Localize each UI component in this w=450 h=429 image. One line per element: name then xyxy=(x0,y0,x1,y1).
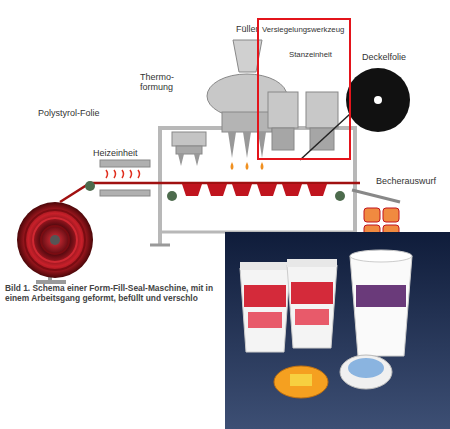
filler-part xyxy=(228,132,266,158)
film-roll-part xyxy=(33,218,77,262)
lid-film-roll-part xyxy=(300,114,350,160)
part-label: Becherauswurf xyxy=(376,176,436,186)
sealing-and-punching-tools-part xyxy=(306,92,338,128)
film-web xyxy=(60,181,360,202)
product-photo-part xyxy=(356,285,406,307)
formed-cups xyxy=(182,184,327,196)
film-web-part xyxy=(85,181,95,191)
part-label: Deckelfolie xyxy=(362,52,406,62)
heating-unit-part xyxy=(100,190,150,196)
lid-film-roll-part xyxy=(374,96,382,104)
film-web-part xyxy=(335,191,345,201)
part-label: Heizeinheit xyxy=(93,148,138,158)
thermoforming-unit xyxy=(172,132,206,166)
film-roll xyxy=(17,202,93,282)
formed-cups-part xyxy=(307,184,327,196)
lid-film-roll xyxy=(300,68,410,160)
lid-film-roll-part xyxy=(346,68,410,132)
product-photo-part xyxy=(225,232,450,429)
highlight-frame: VersiegelungswerkzeugStanzeinheit xyxy=(257,18,351,160)
formed-cups-part xyxy=(207,184,227,196)
product-photo-part xyxy=(287,259,337,267)
product-photo-part xyxy=(291,282,333,304)
film-roll-part xyxy=(50,235,60,245)
heating-unit-part xyxy=(100,160,150,167)
product-photo-part xyxy=(240,268,290,352)
thermoforming-unit-part xyxy=(178,154,200,166)
sealing-and-punching-tools-part xyxy=(268,92,298,128)
product-photo-part xyxy=(287,265,337,348)
film-roll-part xyxy=(17,202,93,278)
heating-unit xyxy=(100,160,150,196)
film-roll-part xyxy=(41,226,69,254)
product-photo-part xyxy=(295,309,329,325)
part-label: Versiegelungswerkzeug xyxy=(262,25,344,34)
cup-ejection-part xyxy=(364,208,380,222)
formed-cups-part xyxy=(182,184,202,196)
product-photo-part xyxy=(350,256,412,356)
product-photo-part xyxy=(340,355,392,389)
product-photo xyxy=(225,232,450,429)
product-photo-part xyxy=(290,374,312,386)
formed-cups-part xyxy=(282,184,302,196)
heating-unit-part xyxy=(106,170,140,178)
part-label: Thermo- formung xyxy=(140,72,180,92)
thermoforming-unit-part xyxy=(176,146,202,154)
sealing-and-punching-tools-part xyxy=(272,128,294,150)
formed-cups-part xyxy=(257,184,277,196)
film-web-part xyxy=(167,191,177,201)
product-photo-part xyxy=(248,312,282,328)
cup-ejection-part xyxy=(352,190,400,202)
film-roll-part xyxy=(25,210,85,270)
part-label: Stanzeinheit xyxy=(289,50,332,59)
product-photo-part xyxy=(350,250,412,262)
filler-part xyxy=(231,162,264,170)
sealing-and-punching-tools xyxy=(268,92,338,150)
product-photo-part xyxy=(240,262,290,270)
formed-cups-part xyxy=(232,184,252,196)
thermoforming-unit-part xyxy=(172,132,206,146)
product-photo-part xyxy=(274,366,328,398)
cup-ejection xyxy=(352,190,400,239)
film-web-part xyxy=(60,183,360,202)
cup-ejection-part xyxy=(383,208,399,222)
part-label: Füller xyxy=(236,24,259,34)
filler-part xyxy=(222,112,272,132)
figure-caption: Bild 1. Schema einer Form-Fill-Seal-Masc… xyxy=(5,283,223,303)
product-photo-part xyxy=(244,285,286,307)
product-photo-part xyxy=(348,358,384,378)
part-label: Polystyrol-Folie xyxy=(38,108,100,118)
